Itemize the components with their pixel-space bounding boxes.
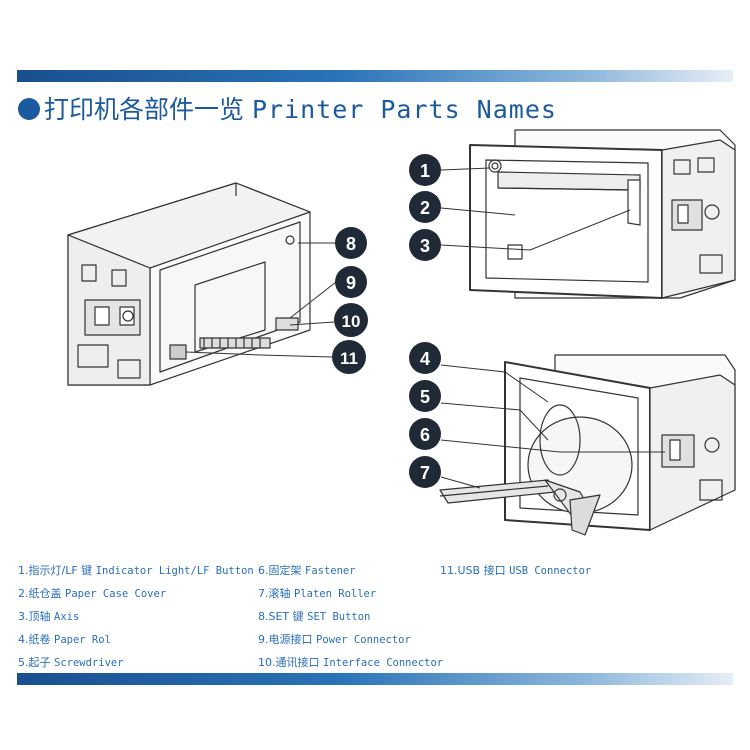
title-chinese: 打印机各部件一览 bbox=[44, 95, 245, 124]
svg-text:3: 3 bbox=[420, 236, 430, 256]
legend-item-11: 11.USB 接口 USB Connector bbox=[440, 564, 592, 577]
legend-item-1: 1.指示灯/LF 键 Indicator Light/LF Button bbox=[18, 564, 254, 577]
top-banner-bar bbox=[17, 70, 733, 82]
svg-text:7: 7 bbox=[420, 463, 430, 483]
printer-front-view bbox=[469, 129, 736, 299]
callout-2: 2 bbox=[409, 191, 441, 223]
svg-text:8: 8 bbox=[346, 234, 356, 254]
callout-7: 7 bbox=[409, 456, 441, 488]
callout-3: 3 bbox=[409, 229, 441, 261]
svg-text:10: 10 bbox=[342, 312, 361, 331]
svg-text:9: 9 bbox=[346, 273, 356, 293]
legend-item-8: 8.SET 键 SET Button bbox=[258, 610, 371, 623]
legend-item-7: 7.滚轴 Platen Roller bbox=[258, 587, 377, 600]
leader-lines bbox=[185, 167, 665, 489]
svg-text:2: 2 bbox=[420, 198, 430, 218]
svg-text:4: 4 bbox=[420, 349, 430, 369]
legend-item-5: 5.起子 Screwdriver bbox=[18, 656, 124, 669]
callouts: 1 2 3 4 5 6 7 8 9 10 11 bbox=[332, 154, 441, 488]
callout-9: 9 bbox=[335, 266, 367, 298]
legend-item-2: 2.纸仓盖 Paper Case Cover bbox=[18, 587, 167, 600]
bottom-banner-bar bbox=[17, 673, 733, 685]
printer-open-view bbox=[439, 354, 736, 536]
callout-10: 10 bbox=[334, 303, 368, 337]
legend-item-10: 10.通讯接口 Interface Connector bbox=[258, 656, 444, 669]
svg-text:1: 1 bbox=[420, 161, 430, 181]
callout-8: 8 bbox=[335, 227, 367, 259]
printer-back-view bbox=[67, 182, 311, 386]
legend-item-3: 3.顶轴 Axis bbox=[18, 610, 80, 623]
svg-text:6: 6 bbox=[420, 425, 430, 445]
page-title: 打印机各部件一览 Printer Parts Names bbox=[18, 90, 557, 126]
callout-11: 11 bbox=[332, 340, 366, 374]
callout-1: 1 bbox=[409, 154, 441, 186]
callout-5: 5 bbox=[409, 380, 441, 412]
bullet-dot-icon bbox=[18, 98, 40, 120]
legend-item-9: 9.电源接口 Power Connector bbox=[258, 633, 411, 646]
callout-4: 4 bbox=[409, 342, 441, 374]
svg-text:11: 11 bbox=[340, 349, 358, 368]
legend-item-6: 6.固定架 Fastener bbox=[258, 564, 356, 577]
title-english: Printer Parts Names bbox=[251, 95, 557, 124]
svg-text:5: 5 bbox=[420, 387, 430, 407]
legend-item-4: 4.纸卷 Paper Rol bbox=[18, 633, 111, 646]
callout-6: 6 bbox=[409, 418, 441, 450]
